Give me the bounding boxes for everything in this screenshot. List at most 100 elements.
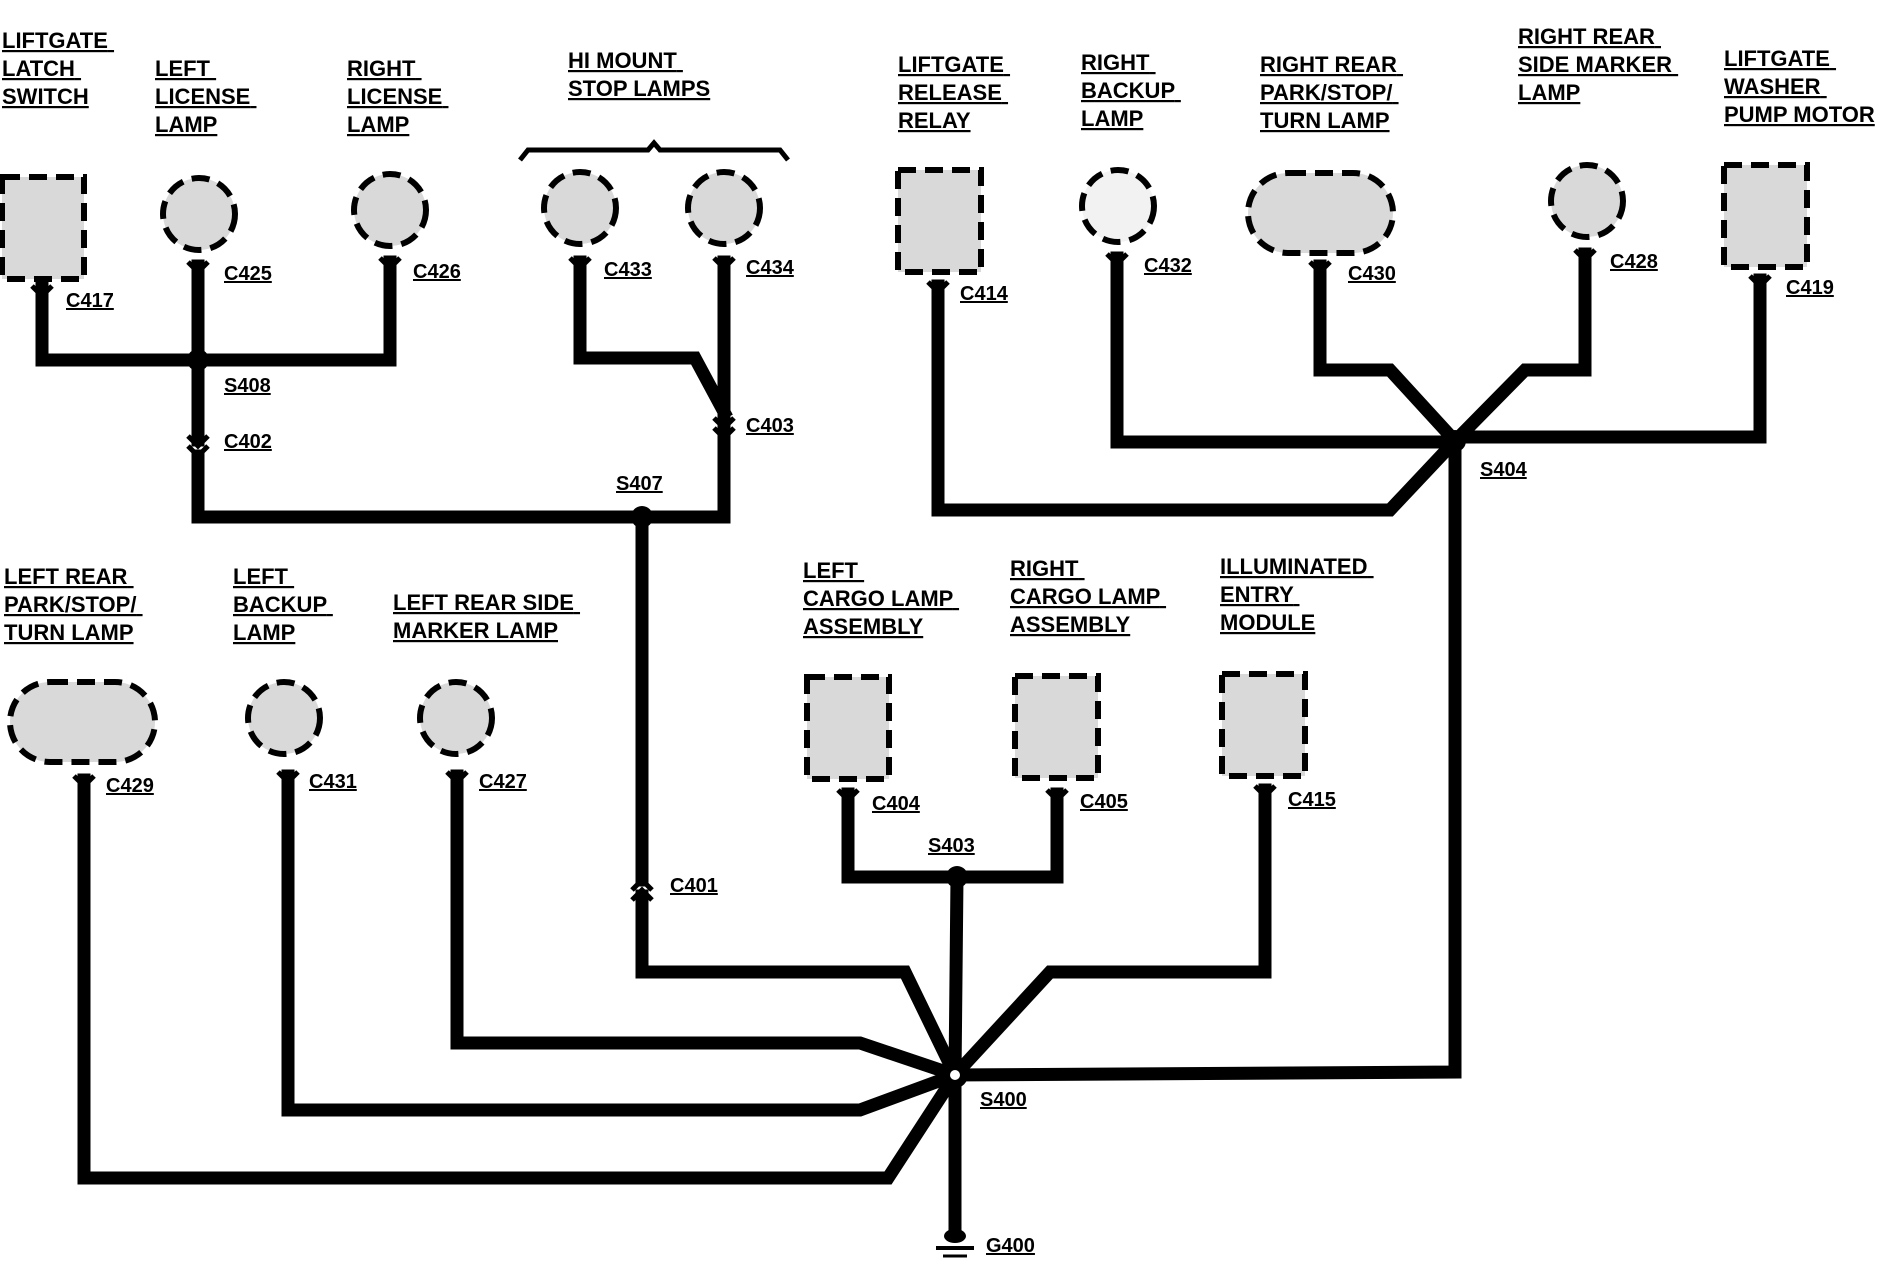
wire-s404-s400 xyxy=(948,434,1462,1082)
left-rear-park-stop-turn-lamp-oval xyxy=(7,679,158,765)
wire-c405-s403 xyxy=(950,787,1064,884)
liftgate-latch-switch-label: LIFTGATE LATCH SWITCH xyxy=(2,28,114,109)
c430-label: C430 xyxy=(1348,263,1396,285)
left-license-lamp-circle xyxy=(160,175,238,253)
c414-mark xyxy=(926,280,950,296)
wires xyxy=(35,247,1767,1242)
g400-label: G400 xyxy=(986,1235,1035,1257)
c431-label: C431 xyxy=(309,771,357,793)
left-rear-side-marker-lamp-label: LEFT REAR SIDE MARKER LAMP xyxy=(393,590,580,643)
left-rear-park-stop-turn-lamp-label: LEFT REAR PARK/STOP/ TURN LAMP xyxy=(4,564,143,645)
c414-label: C414 xyxy=(960,283,1009,305)
left-cargo-lamp-assembly-label: LEFT CARGO LAMP ASSEMBLY xyxy=(803,558,959,639)
right-cargo-lamp-assembly-box xyxy=(1012,673,1101,781)
left-backup-lamp-circle xyxy=(245,679,323,757)
c427-label: C427 xyxy=(479,771,527,793)
s400-dot-center xyxy=(950,1070,960,1080)
hi-mount-stop-lamps-label: HI MOUNT STOP LAMPS xyxy=(568,48,710,101)
right-rear-side-marker-lamp-circle xyxy=(1548,162,1626,240)
c404-label: C404 xyxy=(872,793,921,815)
s408-label: S408 xyxy=(224,375,271,397)
c426-label: C426 xyxy=(413,261,461,283)
s403-dot xyxy=(946,866,968,888)
s404-dot xyxy=(1444,430,1466,452)
c402-mark xyxy=(186,434,210,460)
wire-c432-s404 xyxy=(1110,251,1462,449)
hi-mount-lamp-2-circle xyxy=(685,169,763,247)
wire-c417-s408 xyxy=(35,281,205,367)
c401-mark xyxy=(630,876,654,902)
component-labels: LIFTGATE LATCH SWITCH LEFT LICENSE LAMP … xyxy=(2,24,1875,645)
c404-mark xyxy=(836,788,860,804)
c433-label: C433 xyxy=(604,259,652,281)
c425-mark xyxy=(186,260,210,276)
c402-label: C402 xyxy=(224,431,272,453)
wire-c414-s404 xyxy=(931,279,1465,517)
c425-label: C425 xyxy=(224,263,272,285)
s408-dot xyxy=(187,349,209,371)
right-backup-lamp-label: RIGHT BACKUP LAMP xyxy=(1081,50,1181,131)
wire-c429-s400 xyxy=(77,773,964,1185)
hi-mount-bracket xyxy=(518,139,790,162)
c403-label: C403 xyxy=(746,415,794,437)
right-license-lamp-label: RIGHT LICENSE LAMP xyxy=(347,56,448,137)
c434-mark xyxy=(712,256,736,272)
s403-label: S403 xyxy=(928,835,975,857)
c429-mark xyxy=(72,774,96,790)
wire-c430-s404 xyxy=(1313,259,1465,451)
wire-c428-s404 xyxy=(1445,247,1592,451)
c417-label: C417 xyxy=(66,290,114,312)
right-rear-park-stop-turn-lamp-label: RIGHT REAR PARK/STOP/ TURN LAMP xyxy=(1260,52,1403,133)
liftgate-release-relay-label: LIFTGATE RELEASE RELAY xyxy=(898,52,1010,133)
wire-c426-s408 xyxy=(191,255,397,367)
wire-c415-s400 xyxy=(945,783,1272,1085)
connector-labels: C417 C425 C426 C433 C434 C402 C403 C414 … xyxy=(66,251,1834,897)
wire-c419-s404 xyxy=(1448,273,1767,444)
wire-c404-s403 xyxy=(841,787,964,884)
ground-symbol xyxy=(936,1229,974,1258)
wire-c403-s407 xyxy=(635,423,731,524)
illuminated-entry-module-box xyxy=(1219,671,1308,779)
c405-mark xyxy=(1045,788,1069,804)
liftgate-latch-switch-box xyxy=(0,174,87,282)
splice-labels: S408 S407 S404 S403 S400 G400 xyxy=(224,375,1528,1257)
s407-label: S407 xyxy=(616,473,663,495)
right-cargo-lamp-assembly-label: RIGHT CARGO LAMP ASSEMBLY xyxy=(1010,556,1166,637)
left-rear-side-marker-lamp-circle xyxy=(417,679,495,757)
liftgate-washer-pump-motor-label: LIFTGATE WASHER PUMP MOTOR xyxy=(1724,46,1875,127)
right-rear-park-stop-turn-lamp-oval xyxy=(1245,170,1396,256)
wire-c431-s400 xyxy=(281,769,964,1117)
hi-mount-lamp-1-circle xyxy=(541,169,619,247)
c429-label: C429 xyxy=(106,775,154,797)
c401-label: C401 xyxy=(670,875,718,897)
liftgate-washer-pump-motor-box xyxy=(1721,162,1810,270)
c428-mark xyxy=(1573,248,1597,264)
s407-dot xyxy=(631,506,653,528)
c417-mark xyxy=(30,284,54,300)
connector-marks xyxy=(30,248,1772,902)
wire-s403-s400 xyxy=(948,870,964,1082)
c428-label: C428 xyxy=(1610,251,1658,273)
c430-mark xyxy=(1308,260,1332,276)
right-rear-side-marker-lamp-label: RIGHT REAR SIDE MARKER LAMP xyxy=(1518,24,1678,105)
wire-c401-s400 xyxy=(635,889,964,1084)
left-backup-lamp-label: LEFT BACKUP LAMP xyxy=(233,564,333,645)
c434-label: C434 xyxy=(746,257,795,279)
c405-label: C405 xyxy=(1080,791,1128,813)
right-backup-lamp-circle xyxy=(1079,167,1157,245)
wire-c402-s407 xyxy=(191,449,649,524)
illuminated-entry-module-label: ILLUMINATED ENTRY MODULE xyxy=(1220,554,1374,635)
left-license-lamp-label: LEFT LICENSE LAMP xyxy=(155,56,256,137)
c431-mark xyxy=(276,770,300,786)
s404-label: S404 xyxy=(1480,459,1528,481)
c403-mark xyxy=(712,416,736,442)
right-license-lamp-circle xyxy=(351,171,429,249)
c415-label: C415 xyxy=(1288,789,1336,811)
c419-label: C419 xyxy=(1786,277,1834,299)
c426-mark xyxy=(378,256,402,272)
liftgate-release-relay-box xyxy=(895,167,984,275)
wire-c433-c403 xyxy=(573,255,733,421)
c419-mark xyxy=(1748,274,1772,290)
c427-mark xyxy=(445,770,469,786)
